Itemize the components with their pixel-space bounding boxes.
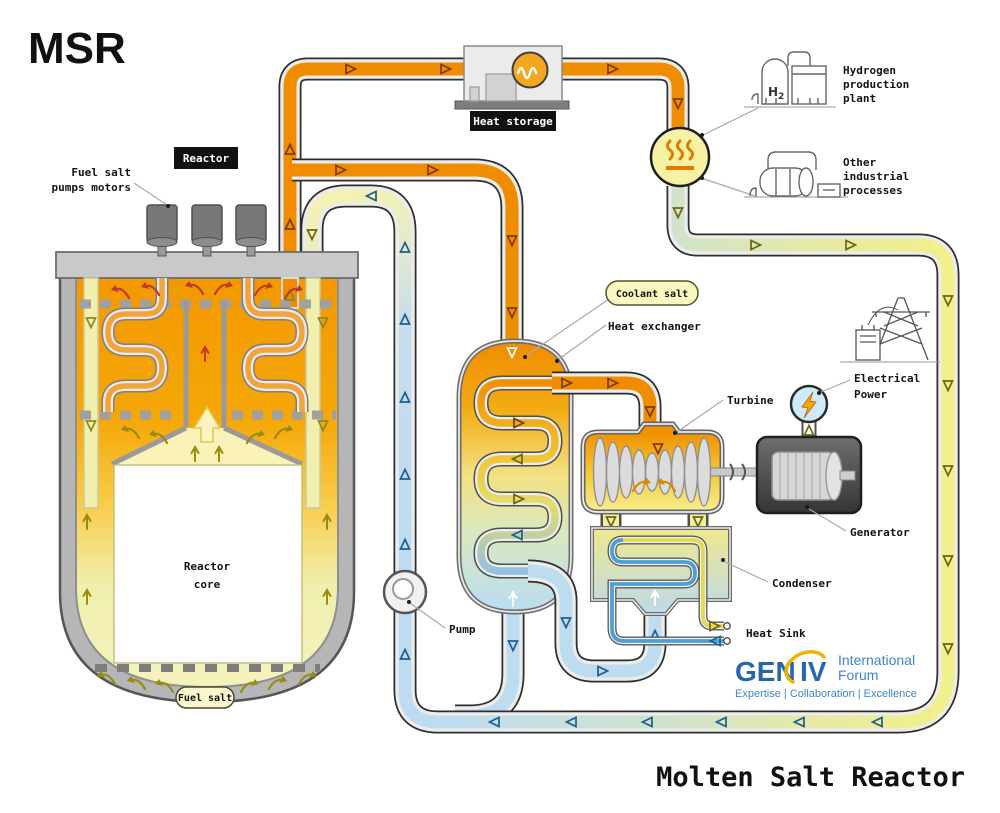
fuel-salt-label: Fuel salt	[178, 693, 232, 704]
svg-text:Power: Power	[854, 388, 887, 401]
other-industrial-label: Other	[843, 156, 876, 169]
reactor-label-box: Reactor	[174, 147, 238, 169]
condenser-label: Condenser	[772, 577, 832, 590]
page-title: MSR	[28, 24, 126, 73]
svg-text:industrial: industrial	[843, 170, 909, 183]
turbine-label: Turbine	[727, 394, 774, 407]
logo-iv: IV	[800, 656, 827, 687]
logo-swoosh-icon	[784, 650, 826, 684]
fuel-salt-pump-motors	[146, 204, 267, 257]
generator-label: Generator	[850, 526, 910, 539]
svg-text:pumps motors: pumps motors	[52, 181, 131, 194]
turbine	[580, 421, 758, 515]
other-industrial: Other industrial processes	[744, 151, 909, 198]
coolant-salt-callout: Coolant salt	[523, 280, 699, 359]
coolant-salt-pill	[605, 280, 699, 306]
heat-sink-label: Heat Sink	[746, 627, 806, 640]
coolant-salt-label: Coolant salt	[616, 289, 688, 300]
industrial-icon	[749, 151, 841, 198]
svg-text:Fuel salt: Fuel salt	[71, 166, 131, 179]
transmission-tower-icon	[840, 297, 940, 363]
electrical-power-label: Electrical	[854, 372, 920, 385]
electrical-power: Electrical Power	[817, 297, 940, 401]
reactor-label: Reactor	[183, 152, 230, 165]
fuel-salt-pumps-label: Fuel salt pumps motors	[52, 166, 170, 208]
heat-exchanger-label: Heat exchanger	[608, 320, 701, 333]
condenser	[590, 526, 732, 647]
heat-storage: Heat storage	[454, 45, 570, 131]
turbine-callout: Turbine	[673, 394, 774, 435]
reactor-core-box	[113, 464, 303, 664]
hydrogen-plant: H2 Hydrogen production plant	[744, 51, 909, 108]
fuel-salt-pill	[175, 686, 235, 709]
svg-text:International: International	[838, 652, 915, 668]
hydrogen-label: Hydrogen	[843, 64, 896, 77]
generator-callout: Generator	[805, 505, 910, 539]
svg-text:plant: plant	[843, 92, 876, 105]
logo-tagline: Expertise | Collaboration | Excellence	[735, 688, 917, 700]
gen-iv-logo: GEN IV International Forum Expertise | C…	[735, 650, 917, 700]
reactor-vessel: Reactor core	[55, 251, 359, 709]
pump-label: Pump	[449, 623, 476, 636]
motor-icon	[146, 204, 267, 247]
pump: Pump	[382, 569, 476, 636]
process-heat-node	[649, 107, 759, 198]
svg-text:Forum: Forum	[838, 667, 878, 683]
shaft-coupling-icon	[729, 463, 746, 481]
reactor-core-label-2: core	[194, 578, 221, 591]
turbine-rotor-icon	[592, 437, 712, 507]
reactor-core-label: Reactor	[184, 560, 231, 573]
svg-text:production: production	[843, 78, 909, 91]
generator	[755, 384, 863, 515]
condenser-callout: Condenser	[721, 558, 832, 590]
svg-text:H2: H2	[768, 85, 784, 102]
hydrogen-plant-icon: H2	[751, 51, 827, 105]
heat-storage-label: Heat storage	[473, 115, 553, 128]
footer-title: Molten Salt Reactor	[656, 762, 965, 793]
svg-text:processes: processes	[843, 184, 903, 197]
heat-exchanger-callout: Heat exchanger	[555, 320, 701, 363]
